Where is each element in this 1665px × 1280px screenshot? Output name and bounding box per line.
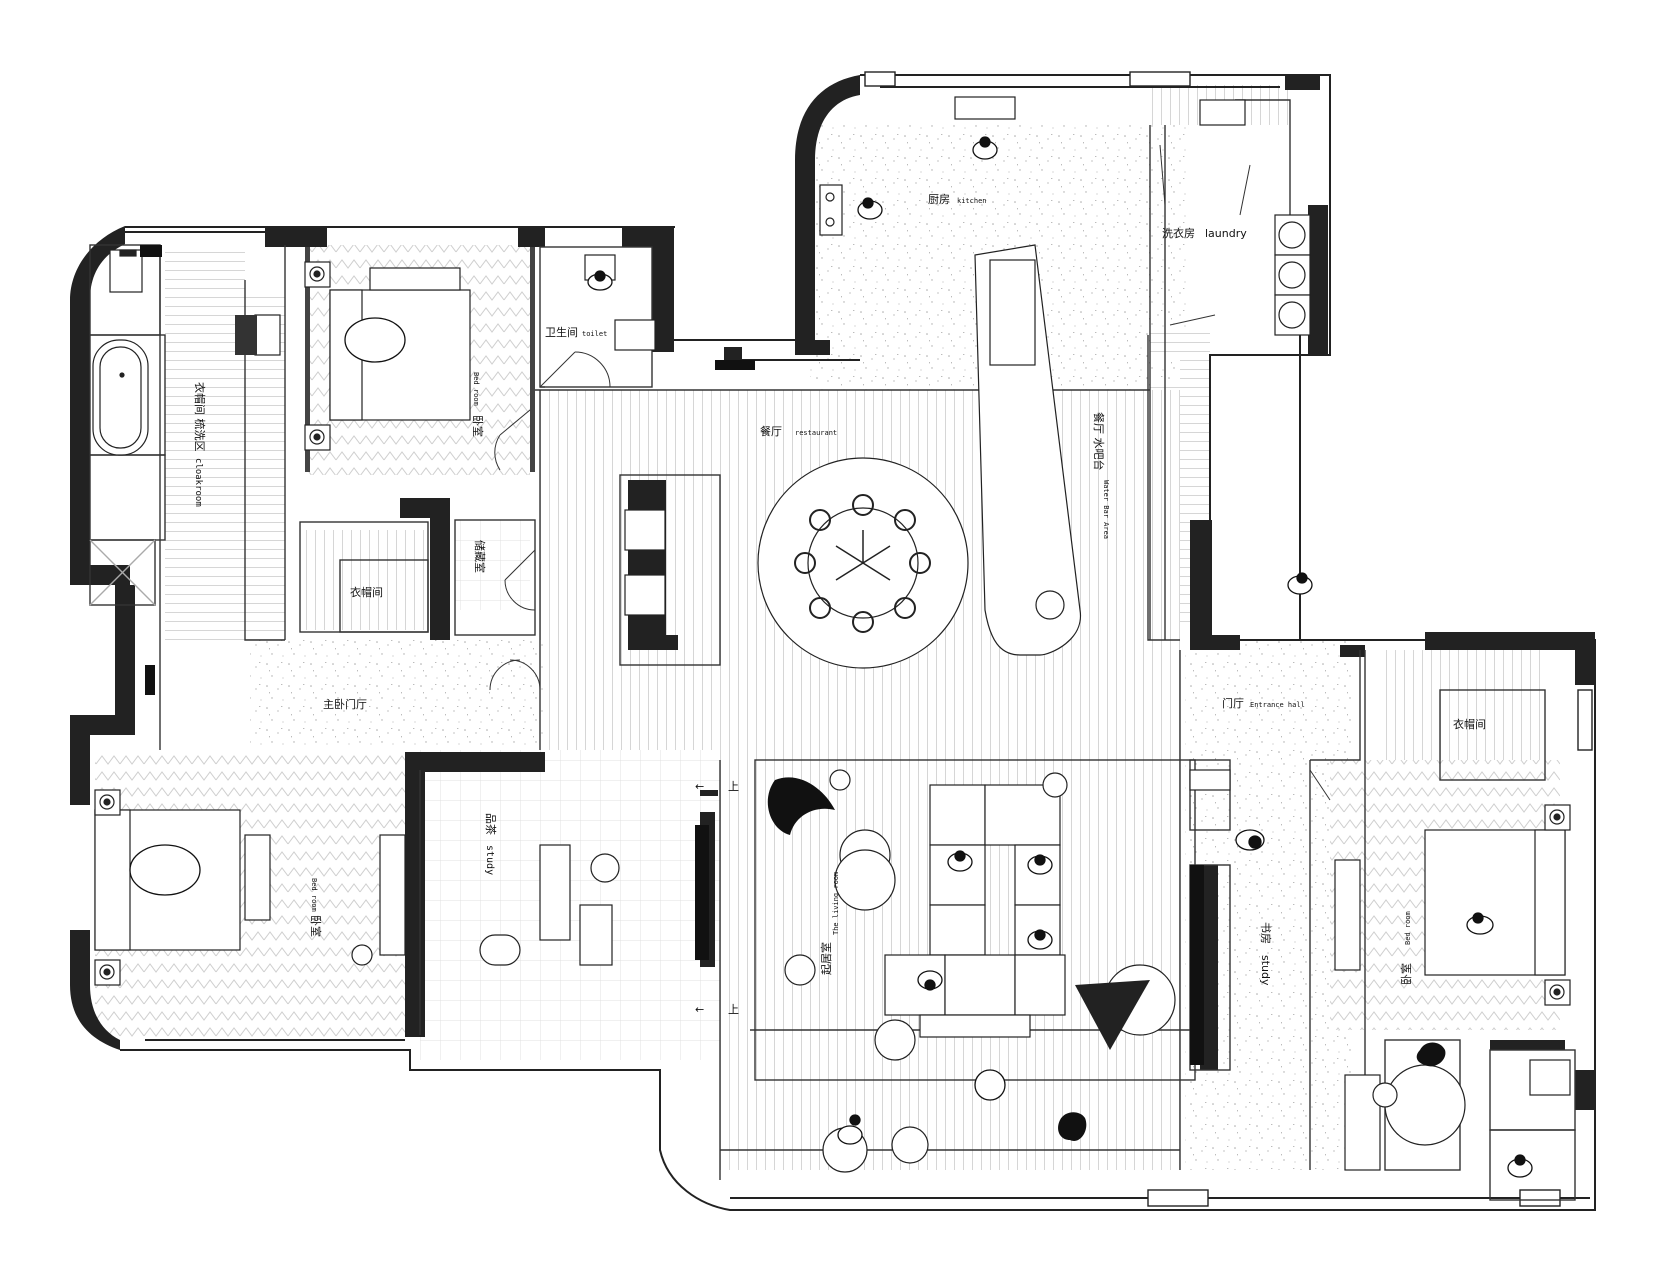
walls: [70, 75, 1595, 1110]
dining-chairs: [794, 494, 931, 633]
label-entrance-hall-cn: 门厅: [1222, 696, 1244, 710]
stair-up-top: 上: [728, 780, 739, 793]
label-toilet-en: toilet: [582, 330, 607, 338]
room-labels: 衣帽间 梳洗区 cloakroom 卧室 Bed room 卫生间 toilet…: [193, 193, 1486, 986]
label-tea-study-en: study: [484, 845, 495, 875]
label-living-room-cn: 起居室: [819, 942, 833, 975]
label-laundry-cn: 洗衣房: [1162, 226, 1195, 240]
stair-markers: ← 上 ← 上: [695, 780, 739, 1016]
label-bedroom-right-cn: 卧室: [1399, 963, 1413, 985]
label-cloakroom-master-cn: 衣帽间 梳洗区: [193, 382, 207, 452]
label-study-right-cn: 书房: [1259, 922, 1272, 944]
label-restaurant-en: restaurant: [795, 429, 837, 437]
label-cloakroom-master-en: cloakroom: [193, 458, 203, 507]
label-bedroom-top-cn: 卧室: [471, 415, 485, 437]
label-water-bar-en: Water Bar Area: [1102, 480, 1110, 539]
label-living-room-en: The living room: [832, 872, 840, 935]
stair-up-bottom: 上: [728, 1003, 739, 1016]
label-kitchen-cn: 厨房: [928, 193, 950, 206]
label-water-bar-cn: 餐厅 水吧台: [1092, 412, 1106, 471]
label-bedroom-left-en: Bed room: [310, 878, 318, 912]
label-storage: 储藏室: [473, 540, 487, 573]
solid-accents: [140, 245, 1446, 1141]
label-bedroom-top-en: Bed room: [472, 372, 480, 406]
label-bedroom-right-en: Bed room: [1404, 911, 1412, 945]
windows: [864, 71, 1593, 1207]
label-cloakroom-right: 衣帽间: [1453, 717, 1486, 731]
label-study-right-en: study: [1259, 955, 1272, 986]
outer-outline: [120, 74, 1596, 1211]
stair-arrow-top: ←: [695, 780, 704, 793]
label-entrance-hall-en: Entrance hall: [1250, 701, 1305, 709]
door-swings: [489, 144, 1331, 801]
label-laundry-en: laundry: [1205, 227, 1247, 240]
label-restaurant-cn: 餐厅: [760, 424, 782, 438]
furniture: [92, 96, 1571, 1173]
stair-arrow-bottom: ←: [695, 1003, 704, 1016]
label-tea-study-cn: 品茶: [484, 813, 497, 835]
label-toilet-cn: 卫生间: [545, 325, 578, 339]
label-cloakroom-mid: 衣帽间: [350, 585, 383, 599]
label-bedroom-left-cn: 卧室: [309, 915, 323, 937]
label-master-hall: 主卧门厅: [323, 697, 367, 711]
people: [129, 136, 1533, 1178]
label-kitchen-en: kitchen: [957, 197, 987, 205]
